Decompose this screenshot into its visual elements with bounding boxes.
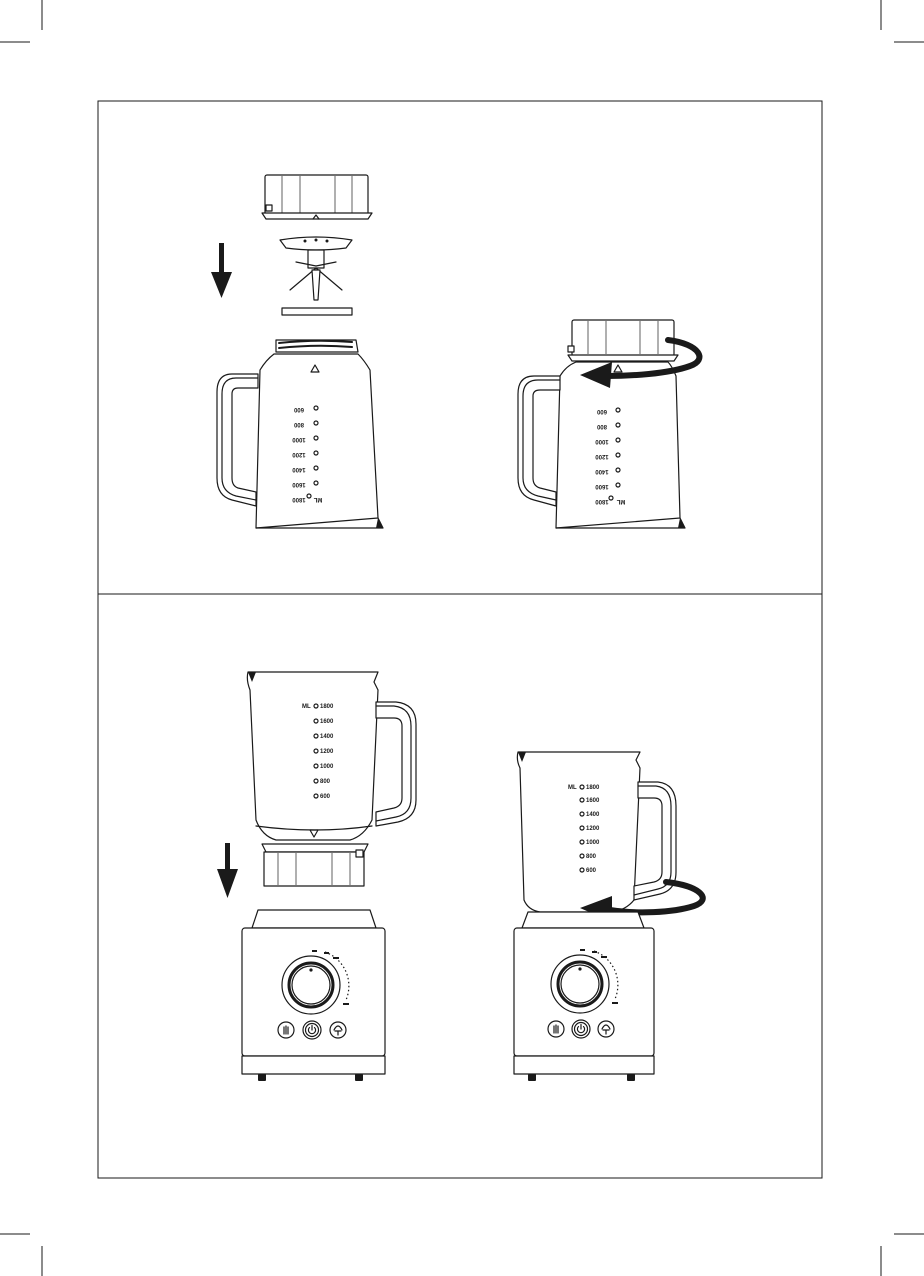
- jar-measurement-mark: 800: [293, 421, 304, 427]
- pulse-button-icon: [284, 1026, 288, 1034]
- jar-measurement-mark: 1800: [586, 785, 600, 791]
- jar-measurement-mark: 1000: [586, 840, 600, 846]
- upright-jar: ML 1800 1600 1400 1200 1000 800 600: [517, 752, 676, 912]
- jar-measurement-mark: 1600: [320, 719, 334, 725]
- motor-base: [242, 910, 385, 1081]
- svg-text:ML: ML: [313, 496, 322, 502]
- exploded-jar-assembly: 600 800 1000 1200 1400 1600 1800 ML: [211, 175, 383, 528]
- svg-text:1600: 1600: [595, 483, 609, 489]
- jar-measurement-mark: 1600: [586, 798, 600, 804]
- jar-measurement-mark: 1400: [586, 812, 600, 818]
- motor-base: [514, 912, 654, 1081]
- jar-lowering-onto-motor-base: ML 1800 1600 1400 1200 1000 800 600: [217, 672, 416, 1081]
- jar-measurement-mark: 1800: [292, 496, 306, 502]
- jar-measurement-mark: 800: [596, 423, 607, 429]
- svg-text:1800: 1800: [595, 498, 609, 504]
- jar-measurement-mark: 1200: [292, 451, 306, 457]
- jar-measurement-mark: 600: [320, 794, 331, 800]
- svg-text:ML: ML: [616, 498, 625, 504]
- jar-measurement-mark: 1200: [586, 826, 600, 832]
- jar-measurement-mark: 600: [293, 406, 304, 412]
- svg-text:800: 800: [596, 423, 607, 429]
- svg-text:1200: 1200: [292, 451, 306, 457]
- jar-measurement-mark: 1000: [595, 438, 609, 444]
- jar-measurement-mark: 800: [586, 854, 597, 860]
- smoothie-button[interactable]: [330, 1022, 346, 1038]
- pulse-button[interactable]: [548, 1021, 564, 1037]
- jar-measurement-mark: 1600: [595, 483, 609, 489]
- blade-assembly-part: [280, 237, 352, 300]
- smoothie-button[interactable]: [598, 1021, 614, 1037]
- svg-text:1000: 1000: [292, 436, 306, 442]
- jar-unit-label: ML: [302, 704, 311, 710]
- jar-base-part: [262, 175, 372, 219]
- power-button[interactable]: [303, 1021, 321, 1039]
- jar-measurement-mark: 1800: [320, 704, 334, 710]
- arrow-down-icon: [211, 243, 232, 298]
- jar-measurement-mark: 800: [320, 779, 331, 785]
- jar-measurement-mark: 1200: [320, 749, 334, 755]
- power-button[interactable]: [572, 1020, 590, 1038]
- jar-measurement-mark: 1600: [292, 481, 306, 487]
- svg-text:1400: 1400: [292, 466, 306, 472]
- svg-text:1600: 1600: [292, 481, 306, 487]
- svg-text:1400: 1400: [595, 468, 609, 474]
- pulse-button[interactable]: [278, 1022, 294, 1038]
- jar-measurement-mark: 1200: [595, 453, 609, 459]
- svg-text:600: 600: [596, 408, 607, 414]
- upright-jar: ML 1800 1600 1400 1200 1000 800 600: [247, 672, 416, 886]
- assembled-inverted-jar: 600 800 1000 1200 1400 1600 1800 ML: [518, 320, 699, 528]
- svg-text:1000: 1000: [595, 438, 609, 444]
- jar-measurement-mark: 1400: [320, 734, 334, 740]
- jar-mounted-on-motor-base: ML 1800 1600 1400 1200 1000 800 600: [514, 752, 703, 1081]
- jar-measurement-mark: 1000: [292, 436, 306, 442]
- jar-measurement-mark: 600: [596, 408, 607, 414]
- svg-text:800: 800: [293, 421, 304, 427]
- pulse-button-icon: [554, 1025, 558, 1033]
- svg-text:1200: 1200: [595, 453, 609, 459]
- jar-measurement-mark: 1400: [595, 468, 609, 474]
- jar-unit-label: ML: [568, 785, 577, 791]
- bottom-panel-frame: [98, 594, 822, 1178]
- top-panel-frame: [98, 101, 822, 594]
- jar-measurement-mark: 1800: [595, 498, 609, 504]
- sealing-ring-part: [282, 308, 352, 315]
- jar-unit-label: ML: [616, 498, 625, 504]
- svg-text:1800: 1800: [292, 496, 306, 502]
- arrow-down-icon: [217, 843, 238, 898]
- jar-unit-label: ML: [313, 496, 322, 502]
- jar-measurement-mark: 1000: [320, 764, 334, 770]
- svg-text:600: 600: [293, 406, 304, 412]
- inverted-jar: 600 800 1000 1200 1400 1600 1800 ML: [217, 340, 383, 528]
- jar-measurement-mark: 600: [586, 868, 597, 874]
- jar-measurement-mark: 1400: [292, 466, 306, 472]
